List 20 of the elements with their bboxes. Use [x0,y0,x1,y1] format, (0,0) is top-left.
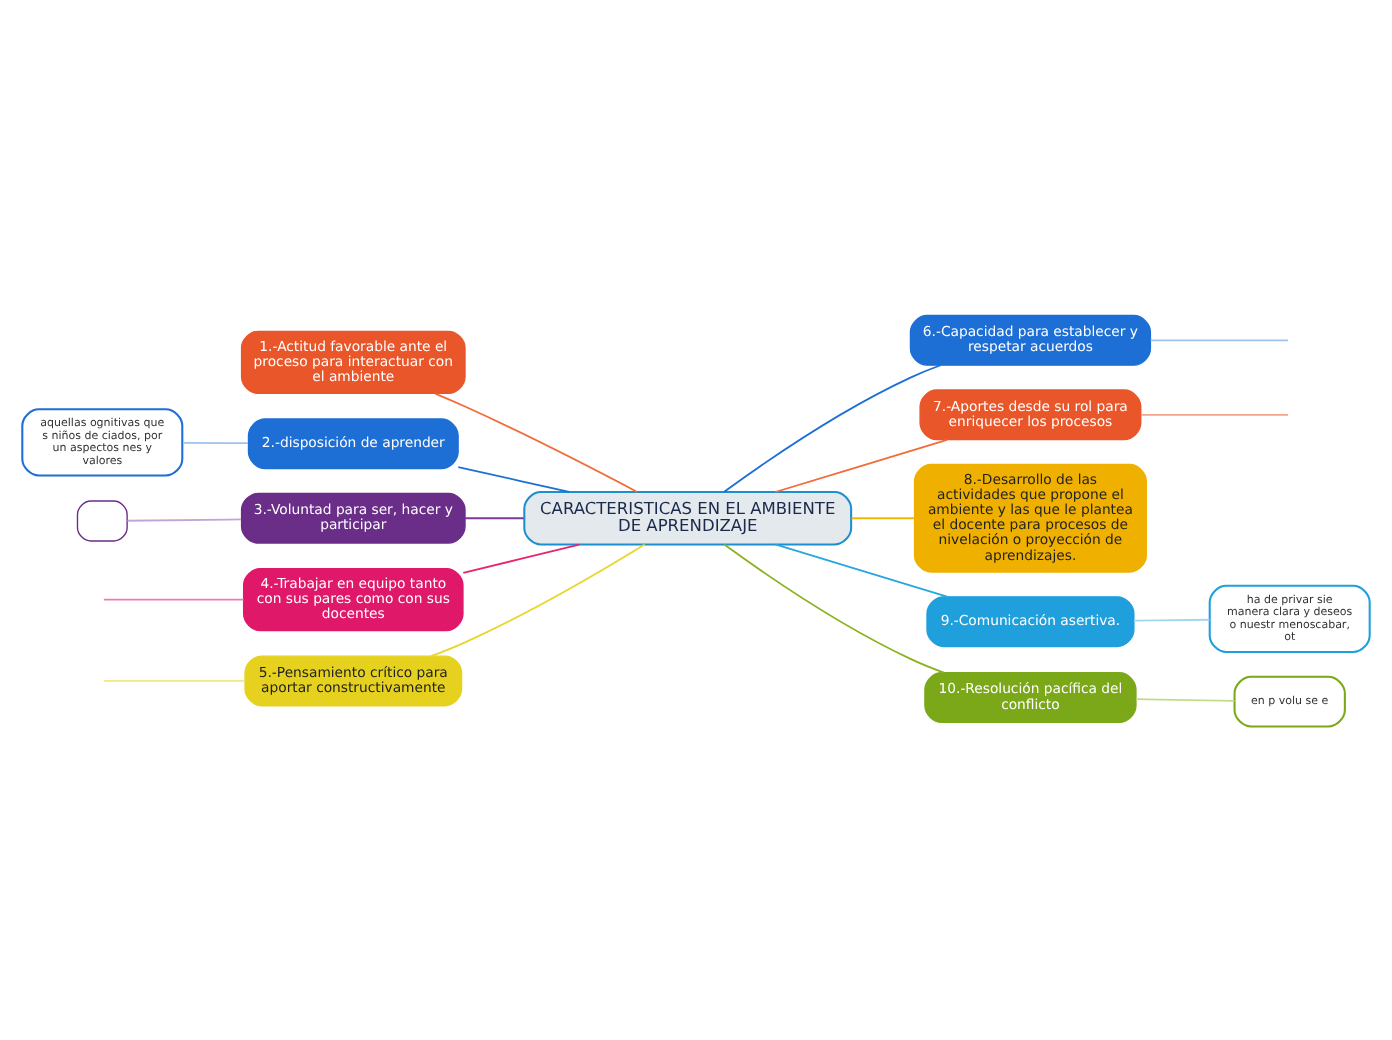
connector [462,542,581,573]
connector [126,517,242,521]
node-box: CARACTERISTICAS EN EL AMBIENTE DE APRENDIZAJE [523,490,853,545]
connector [464,516,525,519]
connector [1149,338,1289,341]
connector [457,465,570,492]
connector [1140,412,1289,415]
connector [774,437,948,492]
connector [723,363,942,492]
connector [430,542,646,656]
connector [102,597,245,600]
connector [1135,697,1236,701]
connector [434,391,639,492]
connector [102,679,246,681]
node-box [76,499,128,541]
connector [1133,617,1211,621]
connector [850,516,916,519]
connector [723,542,945,673]
connector [182,440,249,444]
connector [774,542,948,597]
